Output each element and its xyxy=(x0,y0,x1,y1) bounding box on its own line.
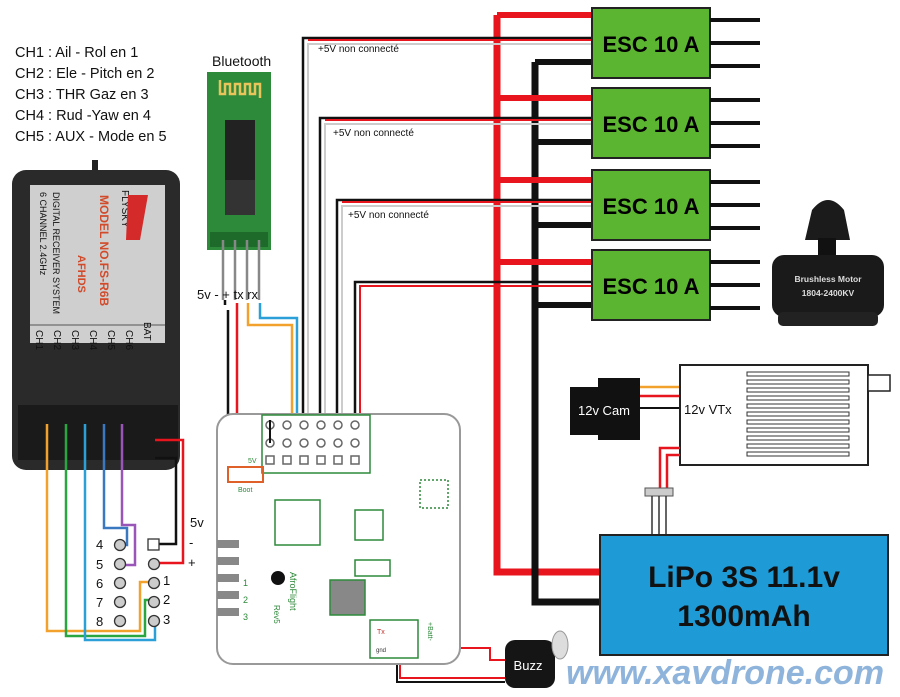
plus-label: + xyxy=(188,555,196,570)
fc-pin-label: 1 xyxy=(243,578,248,588)
minus-label: - xyxy=(189,535,193,550)
port-label: CH3 xyxy=(69,330,80,350)
esc-group: ESC 10 A ESC 10 A ESC 10 A ESC 10 A xyxy=(591,7,760,321)
watermark: www.xavdrone.com xyxy=(566,654,884,692)
receiver-desc-line: DIGITAL RECEIVER SYSTEM xyxy=(51,192,61,314)
esc-4: ESC 10 A xyxy=(591,249,760,321)
antenna-connector xyxy=(867,374,891,392)
esc-label: ESC 10 A xyxy=(602,194,699,219)
esc-label: ESC 10 A xyxy=(602,274,699,299)
battery-line2: 1300mAh xyxy=(677,600,810,633)
balance-connector xyxy=(644,487,674,497)
fc-5v-label: 5V xyxy=(248,458,257,465)
motor-label: Brushless Motor xyxy=(794,274,862,284)
esc-2: ESC 10 A xyxy=(591,87,760,159)
buzzer-label: Buzz xyxy=(514,658,543,673)
pin-label: 6 xyxy=(96,576,103,591)
receiver-brand: FLYSKY xyxy=(119,190,130,228)
bluetooth-pins-label: 5v - + tx rx xyxy=(197,287,259,302)
buzzer: Buzz xyxy=(505,630,569,688)
esc-label: ESC 10 A xyxy=(602,32,699,57)
camera-label: 12v Cam xyxy=(578,403,630,418)
port-label: CH5 xyxy=(105,330,116,350)
vtx-label: 12v VTx xyxy=(684,402,732,417)
esc-note: +5V non connecté xyxy=(348,210,429,221)
esc-3: ESC 10 A xyxy=(591,169,760,241)
pin-label: 7 xyxy=(96,595,103,610)
port-label: BAT xyxy=(141,322,152,341)
flight-controller: Boot 5V AfroFlight Rev5 1 2 3 Tx gnd +Ba… xyxy=(216,413,461,665)
receiver-afhds: AFHDS xyxy=(75,255,87,293)
esc-label: ESC 10 A xyxy=(602,112,699,137)
fc-name: AfroFlight xyxy=(288,572,298,611)
esc-note: +5V non connecté xyxy=(333,128,414,139)
battery-line1: LiPo 3S 11.1v xyxy=(648,561,840,594)
channel-legend: CH1 : Ail - Rol en 1 CH2 : Ele - Pitch e… xyxy=(15,45,167,145)
receiver-desc-line: 6 CHANNEL 2.4GHz xyxy=(38,192,48,276)
port-label: CH1 xyxy=(33,330,44,350)
channel-label: CH3 : THR Gaz en 3 xyxy=(15,87,149,103)
power-bus xyxy=(493,12,600,606)
receiver-model: MODEL NO.FS-R6B xyxy=(97,195,111,306)
power-label: 5v xyxy=(190,515,204,530)
channel-label: CH4 : Rud -Yaw en 4 xyxy=(15,108,151,124)
pin-label: 2 xyxy=(163,592,170,607)
pin-label: 8 xyxy=(96,614,103,629)
port-label: CH2 xyxy=(51,330,62,350)
esc-note: +5V non connecté xyxy=(318,44,399,55)
brushless-motor: Brushless Motor 1804-2400KV xyxy=(772,200,884,326)
esc-signal-wires xyxy=(301,36,592,425)
vtx: 12v VTx xyxy=(679,364,891,466)
fc-pin-label: 3 xyxy=(243,612,248,622)
channel-label: CH1 : Ail - Rol en 1 xyxy=(15,45,138,61)
channel-label: CH5 : AUX - Mode en 5 xyxy=(15,129,167,145)
port-label: CH4 xyxy=(87,330,98,350)
camera: 12v Cam xyxy=(570,378,640,440)
pin-label: 5 xyxy=(96,557,103,572)
bluetooth-module xyxy=(207,72,271,300)
pin-label: 4 xyxy=(96,537,103,552)
fc-batt-label: +Batt- xyxy=(426,622,433,642)
pin-label: 3 xyxy=(163,612,170,627)
motor-kv: 1804-2400KV xyxy=(802,288,855,298)
receiver-ports: CH1 CH2 CH3 CH4 CH5 CH6 BAT xyxy=(33,322,152,350)
pin-header: 4 5 6 7 8 1 2 3 5v - + xyxy=(96,515,204,629)
fc-gnd-label: gnd xyxy=(376,648,386,654)
flysky-logo xyxy=(126,195,148,240)
fc-tx-label: Tx xyxy=(377,629,385,636)
lipo-battery: LiPo 3S 11.1v 1300mAh xyxy=(599,534,889,656)
fc-pin-label: 2 xyxy=(243,595,248,605)
pin-label: 1 xyxy=(163,573,170,588)
channel-label: CH2 : Ele - Pitch en 2 xyxy=(15,66,154,82)
port-label: CH6 xyxy=(123,330,134,350)
fc-rev: Rev5 xyxy=(272,605,281,624)
bluetooth-title: Bluetooth xyxy=(212,53,271,69)
esc-1: ESC 10 A xyxy=(591,7,760,79)
boot-label: Boot xyxy=(238,487,252,494)
